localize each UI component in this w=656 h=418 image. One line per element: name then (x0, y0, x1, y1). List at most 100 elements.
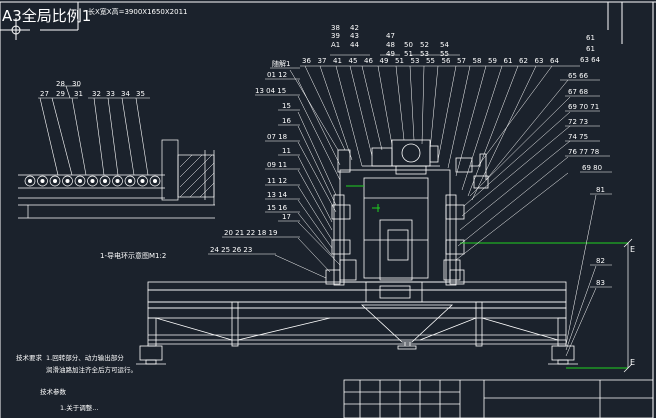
top-callout-upper: 49 (386, 50, 395, 58)
top-callout-upper: 38 (331, 24, 340, 32)
top-callout-upper: 50 (404, 41, 413, 49)
sheet-scale-label: A3全局比例1 (2, 7, 91, 25)
top-callout-lower: 36 (302, 57, 311, 65)
coil-ring-icon (137, 175, 148, 187)
left-callout-10: 13 14 (267, 191, 288, 199)
detail-callout-3: 31 (74, 90, 83, 98)
right-callout-2: 61 (586, 45, 595, 53)
detail-top-labels: 28 30 (56, 80, 81, 88)
central-tower (325, 169, 465, 303)
left-callout-1: 随解1 (272, 59, 290, 68)
top-callout-upper: A1 (331, 41, 340, 49)
detail-callout-4: 32 (92, 90, 101, 98)
coil-core-icon (153, 179, 157, 183)
notes-line-2: 润滑油路加注齐全后方可运行。 (46, 365, 137, 374)
coil-core-icon (65, 179, 70, 183)
base-frame (136, 281, 578, 365)
notes-line-4: 1.关于调整... (60, 403, 98, 412)
highlight-linework (346, 185, 628, 369)
dimension-value-top: E (630, 245, 635, 254)
detail-coil-group (24, 175, 161, 187)
top-callout-lower: 51 (395, 57, 404, 65)
left-callout-3: 13 04 15 (255, 87, 286, 95)
top-callout-upper: 53 (420, 50, 429, 58)
top-callout-lower: 64 (550, 57, 559, 65)
coil-ring-icon (49, 175, 61, 187)
coil-core-icon (28, 179, 32, 183)
top-callout-upper: 55 (440, 50, 449, 58)
detail-callout-row: 27 29 31 32 33 34 35 (40, 90, 145, 98)
top-callout-lower: 63 (535, 57, 544, 65)
right-callout-11: 81 (596, 186, 605, 194)
detail-hatching (179, 154, 215, 198)
left-callout-13: 20 21 22 18 19 (224, 229, 277, 237)
coil-ring-icon (62, 175, 73, 187)
left-callout-6: 07 18 (267, 133, 287, 141)
top-callout-lower: 58 (473, 57, 482, 65)
coil-core-icon (53, 179, 57, 183)
coil-core-icon (140, 179, 145, 183)
top-callout-lower: 56 (442, 57, 451, 65)
detail-leaders (38, 85, 150, 176)
left-callouts: 随解1 01 12 13 04 15 15 16 07 18 11 09 11 … (210, 59, 291, 254)
coil-ring-icon (124, 175, 136, 187)
top-callout-upper: 43 (350, 32, 359, 40)
coil-ring-icon (99, 175, 111, 187)
top-callout-lower: 45 (349, 57, 358, 65)
coil-ring-icon (87, 175, 98, 187)
notes-line-3: 技术参数 (40, 387, 67, 396)
coil-core-icon (78, 179, 82, 183)
coil-ring-icon (24, 175, 36, 187)
top-callout-upper: 42 (350, 24, 359, 32)
sheet-dimensions-label: 长X宽X高=3900X1650X2011 (88, 7, 188, 16)
right-callout-12: 82 (596, 257, 605, 265)
left-callout-14: 24 25 26 23 (210, 246, 252, 254)
detail-callout-6: 34 (121, 90, 130, 98)
top-callout-lower: 61 (504, 57, 513, 65)
right-callout-5: 67 68 (568, 88, 588, 96)
height-dimension (623, 238, 633, 373)
title-block (343, 379, 654, 418)
left-callout-5: 16 (282, 117, 291, 125)
top-callout-lower: 62 (519, 57, 528, 65)
top-callout-lower: 53 (411, 57, 420, 65)
dimension-value: E (630, 358, 635, 367)
right-callout-4: 65 66 (568, 72, 589, 80)
hopper (360, 304, 454, 350)
top-callout-upper: 39 (331, 32, 340, 40)
side-assemblies (331, 149, 489, 281)
right-callout-7: 72 73 (568, 118, 588, 126)
coil-core-icon (90, 179, 95, 183)
detail-view: 28 30 27 29 31 32 33 34 35 1-导电环示意图M1:2 (18, 80, 215, 260)
left-callout-9: 11 12 (267, 177, 287, 185)
coil-core-icon (115, 179, 120, 183)
coil-core-icon (128, 179, 132, 183)
left-callout-12: 17 (282, 213, 291, 221)
top-callout-lower: 57 (457, 57, 466, 65)
detail-callout-1: 27 (40, 90, 49, 98)
coil-ring-icon (112, 175, 123, 187)
detail-caption: 1-导电环示意图M1:2 (100, 251, 166, 260)
right-callout-13: 83 (596, 279, 605, 287)
notes-title: 技术要求 (16, 353, 43, 362)
top-callout-upper: 54 (440, 41, 449, 49)
detail-callout-top-1: 28 (56, 80, 65, 88)
top-callout-lower: 49 (380, 57, 389, 65)
notes-line-1: 1.回转部分、动力输出部分 (46, 353, 124, 362)
left-callout-8: 09 11 (267, 161, 287, 169)
left-callout-11: 15 16 (267, 204, 288, 212)
left-callout-7: 11 (282, 147, 291, 155)
top-motor (362, 139, 440, 175)
coil-ring-icon (37, 175, 48, 187)
technical-notes: 技术要求 1.回转部分、动力输出部分 润滑油路加注齐全后方可运行。 技术参数 1… (16, 353, 137, 412)
right-callout-10: 69 80 (582, 164, 602, 172)
top-callout-upper: 51 (404, 50, 413, 58)
right-callout-3: 63 64 (580, 56, 601, 64)
main-view: E E (136, 24, 635, 373)
callout-leaders (208, 54, 612, 357)
top-callout-upper: 52 (420, 41, 429, 49)
